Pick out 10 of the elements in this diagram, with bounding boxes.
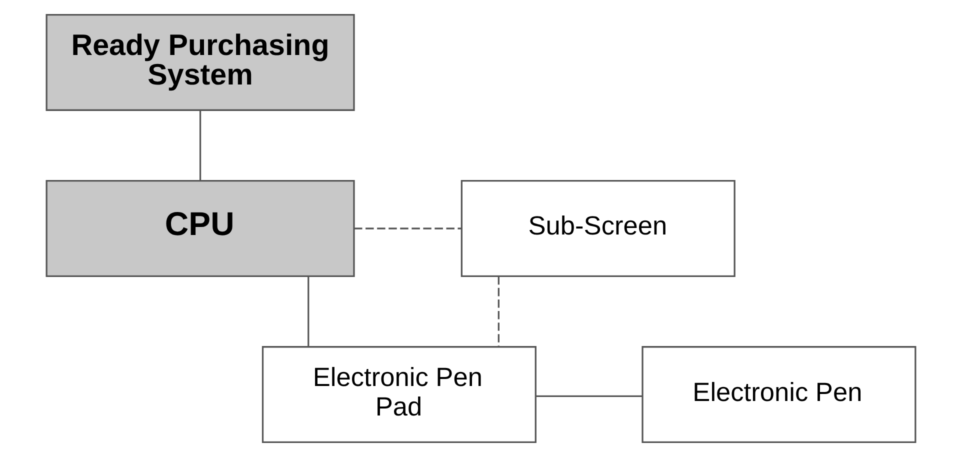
connector [354,228,462,230]
connector [198,110,201,181]
node-box: Ready Purchasing System [45,14,354,111]
connector [535,395,642,397]
node-box: Sub-Screen [460,180,735,277]
node-box: Electronic Pen [641,346,916,444]
connector [307,276,309,347]
connector [497,276,499,347]
node-box: Electronic Pen Pad [261,346,536,444]
node-box: CPU [45,180,354,277]
